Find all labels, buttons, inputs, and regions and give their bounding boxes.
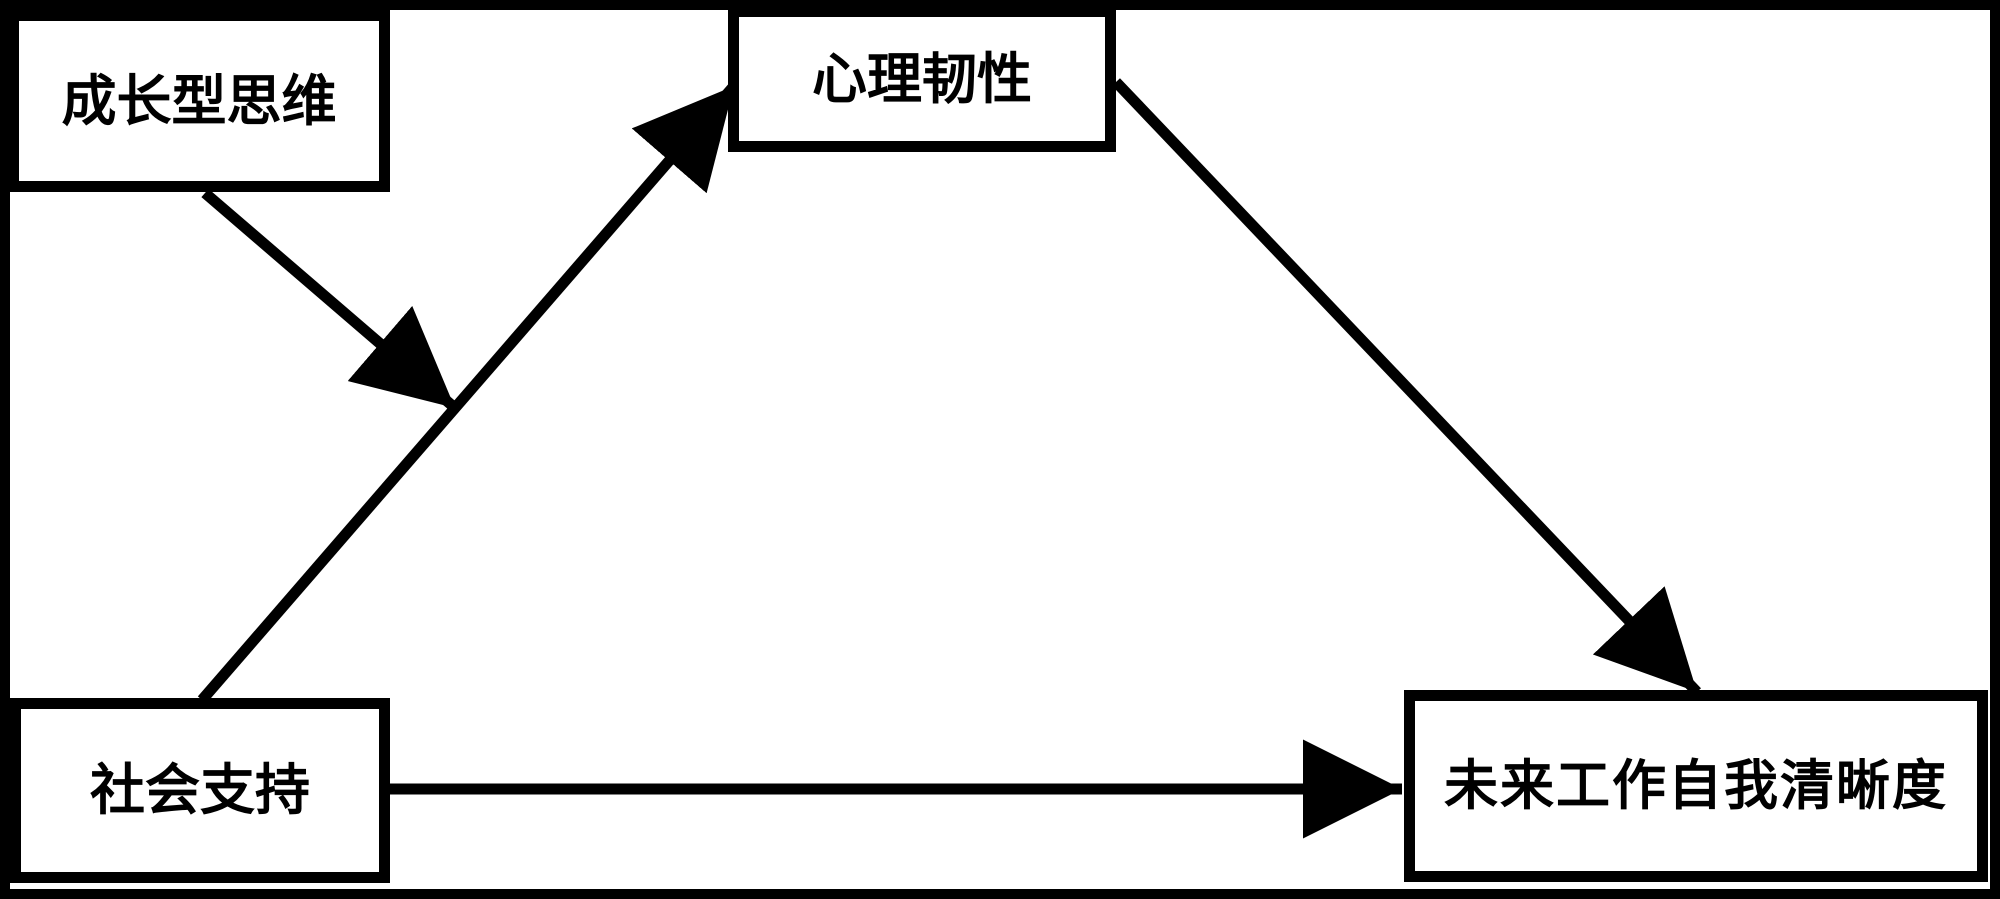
node-growth-mindset: 成长型思维 — [8, 10, 390, 192]
node-psychological-resilience-label: 心理韧性 — [811, 47, 1032, 110]
arrow-growth-mindset-to-mediation-path — [201, 188, 459, 413]
node-social-support-label: 社会支持 — [89, 759, 310, 821]
arrow-social-support-to-resilience — [197, 82, 739, 704]
node-social-support: 社会支持 — [10, 698, 390, 883]
node-future-work-self-clarity-label: 未来工作自我清晰度 — [1444, 756, 1948, 816]
node-future-work-self-clarity: 未来工作自我清晰度 — [1404, 690, 1988, 882]
node-growth-mindset-label: 成长型思维 — [61, 69, 337, 132]
arrow-resilience-to-clarity — [1112, 78, 1701, 696]
node-psychological-resilience: 心理韧性 — [728, 6, 1116, 152]
